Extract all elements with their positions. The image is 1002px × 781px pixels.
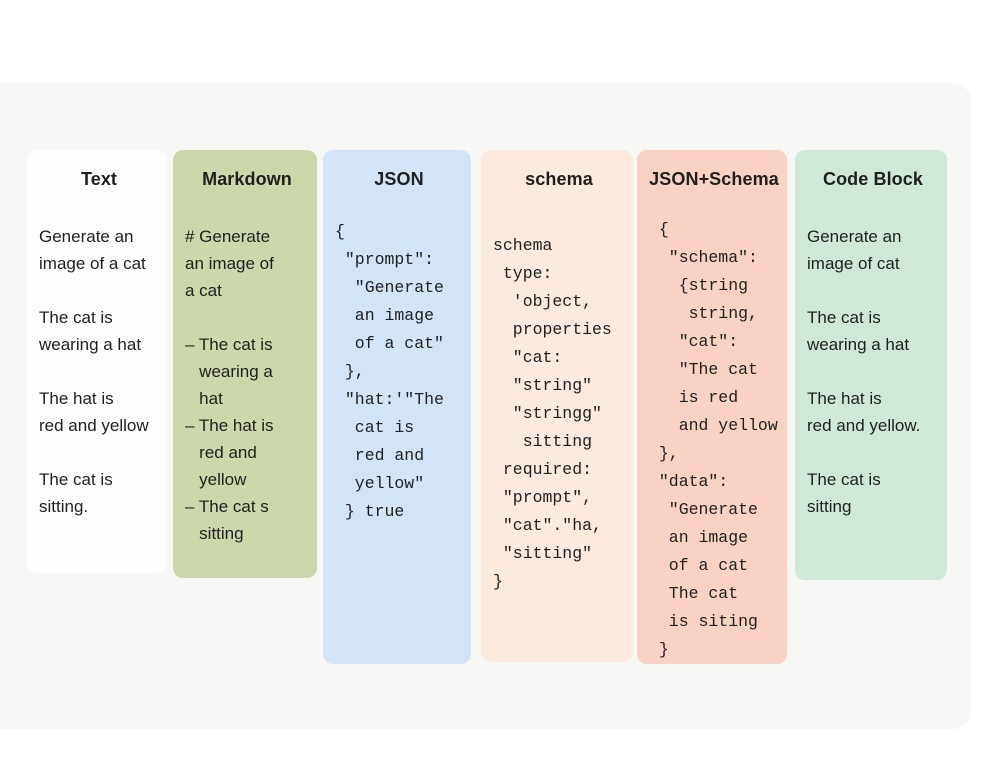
card-json-format: JSON { "prompt": "Generate an image of a… bbox=[323, 150, 471, 664]
card-content-json-plus-schema: { "schema": {string string, "cat": "The … bbox=[658, 220, 778, 659]
card-title-schema: schema bbox=[525, 169, 593, 189]
card-content-schema: schema type: 'object, properties "cat: "… bbox=[493, 236, 612, 591]
card-title-markdown: Markdown bbox=[202, 169, 292, 189]
card-text-format: Text Generate an image of a cat The cat … bbox=[27, 150, 167, 573]
card-content-markdown: # Generate an image of a cat – The cat i… bbox=[185, 227, 274, 543]
card-code-block-format: Code Block Generate an image of cat The … bbox=[795, 150, 947, 580]
card-title-code-block: Code Block bbox=[822, 169, 924, 189]
card-content-text: Generate an image of a cat The cat is we… bbox=[39, 227, 149, 516]
card-title-json-plus-schema: JSON+Schema bbox=[649, 169, 779, 189]
card-title-text: Text bbox=[80, 169, 118, 189]
card-content-json: { "prompt": "Generate an image of a cat"… bbox=[335, 222, 444, 521]
card-title-json: JSON bbox=[374, 169, 424, 189]
card-json-plus-schema-format: JSON+Schema { "schema": {string string, … bbox=[637, 150, 787, 664]
card-schema-format: schema schema type: 'object, properties … bbox=[481, 150, 633, 662]
card-content-code-block: Generate an image of cat The cat is wear… bbox=[807, 227, 921, 516]
card-markdown-format: Markdown # Generate an image of a cat – … bbox=[173, 150, 317, 578]
